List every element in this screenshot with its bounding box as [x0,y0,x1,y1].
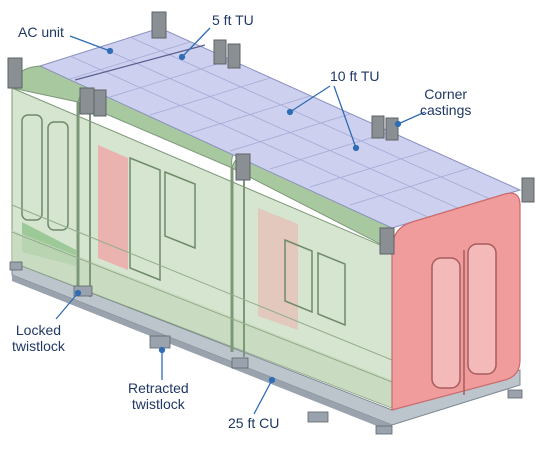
retracted-twistlock-line2: twistlock [131,396,185,412]
frame-arches [11,65,394,252]
twistlocks [9,261,523,435]
roof [38,27,522,229]
tu-5ft-label: 5 ft TU [212,12,254,28]
corner-castings-line1: Corner [424,86,468,102]
corner-castings-label: Corner castings [420,86,471,118]
retracted-twistlock-label: Retracted twistlock [128,380,189,412]
locked-twistlock-line1: Locked [15,322,62,338]
leader-lines [55,27,426,415]
locked-twistlock-line2: twistlock [12,338,65,354]
cu-25ft-label: 25 ft CU [228,415,280,431]
locked-twistlock-label: Locked twistlock [12,322,65,354]
retracted-twistlock-line1: Retracted [128,380,189,396]
end-wall [391,192,521,411]
ac-unit-label: AC unit [18,24,64,40]
corner-castings-line2: castings [420,102,472,118]
side-wall [11,87,393,409]
tu-10ft-label: 10 ft TU [330,68,380,84]
